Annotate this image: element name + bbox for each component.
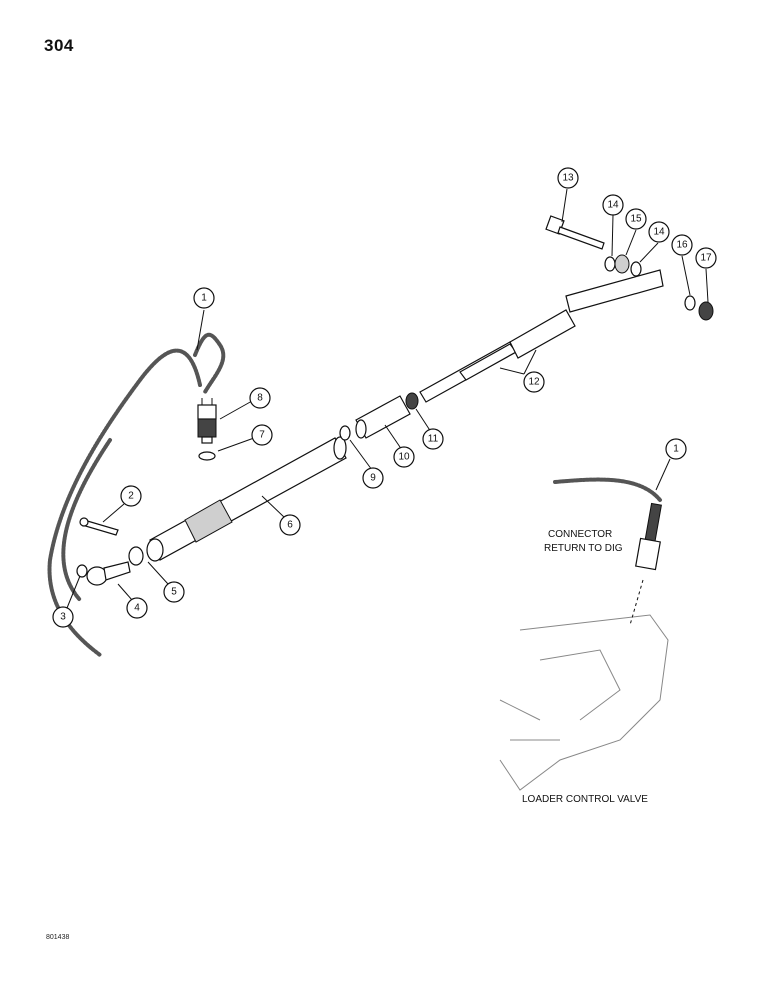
callout: 17 [695,247,717,269]
svg-text:9: 9 [370,473,376,484]
svg-text:5: 5 [171,587,177,598]
callout: 7 [251,424,273,446]
connector [635,502,662,571]
rod-end [86,561,131,586]
svg-text:6: 6 [287,520,293,531]
svg-text:3: 3 [60,612,66,623]
washer [630,261,642,277]
washer [76,564,88,578]
nut [698,301,714,321]
callout: 14 [648,221,670,243]
svg-text:17: 17 [700,253,712,264]
loader-control-valve [499,579,669,791]
svg-text:13: 13 [562,173,574,184]
callout: 5 [163,581,185,603]
washer [684,295,696,311]
valve-label: LOADER CONTROL VALVE [522,794,648,805]
svg-text:11: 11 [428,434,439,445]
svg-text:1: 1 [673,444,679,455]
svg-text:15: 15 [630,214,642,225]
callout: 4 [126,597,148,619]
svg-text:14: 14 [607,200,619,211]
callout: 8 [249,387,271,409]
bolt [545,215,605,250]
svg-text:16: 16 [676,240,688,251]
svg-text:1: 1 [201,293,207,304]
svg-text:4: 4 [134,603,140,614]
callout: 2 [120,485,142,507]
callout: 6 [279,514,301,536]
callout: 13 [557,167,579,189]
svg-text:10: 10 [398,452,410,463]
wire-to-switch [61,438,112,602]
reference-code: 801438 [46,934,70,941]
page-number: 304 [44,36,74,55]
o-ring [198,451,216,461]
screw [79,517,119,536]
callout: 15 [625,208,647,230]
control-rod [419,269,664,403]
callout: 3 [52,606,74,628]
svg-text:14: 14 [653,227,665,238]
snap-ring [339,425,351,441]
pressure-switch [197,398,217,444]
wire-branch [193,332,226,394]
nut [128,546,144,566]
callout: 1 [665,438,687,460]
seal [405,392,419,410]
sleeve [355,395,411,439]
svg-text:8: 8 [257,393,263,404]
callout: 11 [422,428,444,450]
tube-assembly [146,436,347,562]
svg-text:2: 2 [128,491,134,502]
callout: 9 [362,467,384,489]
callout: 16 [671,234,693,256]
connector-wire [553,477,662,502]
bushing [614,254,630,274]
svg-text:7: 7 [259,430,265,441]
callout: 12 [523,371,545,393]
washer [604,256,616,272]
connector-label: CONNECTOR [548,529,612,540]
callout: 1 [193,287,215,309]
callout: 10 [393,446,415,468]
connector-label-line2: RETURN TO DIG [544,543,623,554]
svg-text:12: 12 [528,377,540,388]
callout: 14 [602,194,624,216]
